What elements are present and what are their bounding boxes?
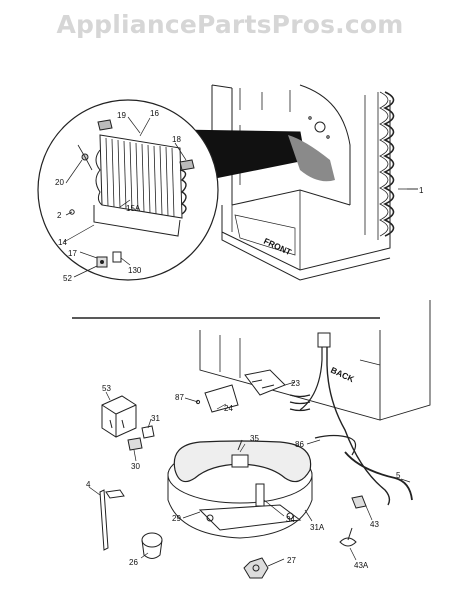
callout-31: 31 — [151, 414, 160, 423]
callout-15a: 15A — [126, 204, 141, 213]
condenser-coil — [379, 91, 418, 237]
callout-16: 16 — [150, 109, 159, 118]
callout-19: 19 — [117, 111, 126, 120]
callout-31a: 31A — [310, 523, 325, 532]
callout-17: 17 — [68, 249, 77, 258]
callout-35: 35 — [250, 434, 259, 443]
callout-20: 20 — [55, 178, 64, 187]
callout-1: 1 — [419, 186, 424, 195]
wire-harness — [195, 332, 413, 547]
detail-circle — [37, 99, 219, 281]
overload-part — [101, 395, 137, 438]
filter-drier — [99, 489, 125, 551]
callout-23: 23 — [291, 379, 300, 388]
callout-24: 24 — [224, 404, 233, 413]
callout-30: 30 — [131, 462, 140, 471]
callout-86: 86 — [295, 440, 304, 449]
callout-29: 29 — [172, 514, 181, 523]
watermark-text: AppliancePartsPros.com — [56, 10, 404, 39]
callout-43: 43 — [370, 520, 379, 529]
callout-18: 18 — [172, 135, 181, 144]
compressor — [167, 439, 313, 539]
callout-34: 34 — [286, 515, 295, 524]
callout-26: 26 — [129, 558, 138, 567]
callout-2: 2 — [57, 211, 62, 220]
callout-52: 52 — [63, 274, 72, 283]
callout-43a: 43A — [354, 561, 369, 570]
callout-130: 130 — [128, 266, 142, 275]
terminal-connectors — [127, 425, 155, 451]
callout-87: 87 — [175, 393, 184, 402]
cabinet-illustration — [211, 84, 391, 281]
callout-5: 5 — [396, 471, 401, 480]
callout-27: 27 — [287, 556, 296, 565]
callout-4: 4 — [86, 480, 91, 489]
back-label: BACK — [329, 365, 356, 385]
callout-53: 53 — [102, 384, 111, 393]
callout-14: 14 — [58, 238, 67, 247]
cap-part — [141, 532, 163, 559]
grommet — [243, 557, 269, 579]
